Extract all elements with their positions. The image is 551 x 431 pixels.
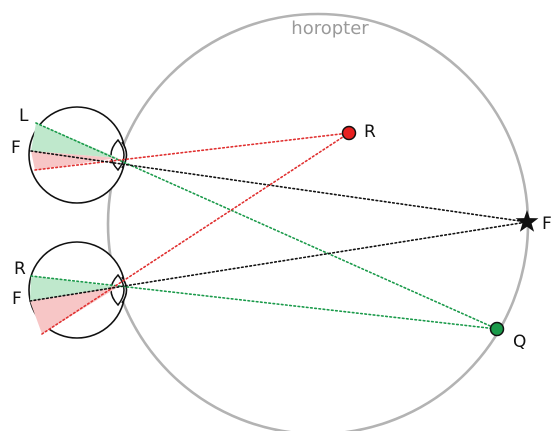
right-eye-label-R: R — [14, 259, 26, 279]
point-Q-label: Q — [513, 332, 526, 352]
left-eye-ray-to-Q — [35, 122, 498, 330]
horopter-circle — [106, 12, 530, 431]
left-eye-ray-to-R — [34, 132, 350, 171]
left-eye-ray-to-F — [30, 150, 528, 223]
right-eye — [28, 241, 128, 339]
right-eye-ray-to-F — [29, 221, 528, 302]
right-eye-ray-to-Q — [30, 275, 498, 330]
right-eye-green-sector — [30, 276, 118, 301]
star-icon — [515, 210, 539, 232]
point-F-label: F — [542, 214, 551, 234]
right-eye-label-F: F — [12, 289, 22, 309]
left-eye — [28, 106, 128, 204]
left-eye-label-F: F — [11, 138, 21, 158]
point-R-label: R — [364, 122, 376, 142]
point-R — [341, 125, 357, 141]
left-eye-label-L: L — [19, 106, 29, 126]
horopter-title: horopter — [291, 18, 369, 39]
left-eye-red-sector — [31, 151, 118, 170]
point-Q — [489, 321, 505, 337]
right-eye-ray-to-R — [41, 132, 350, 335]
